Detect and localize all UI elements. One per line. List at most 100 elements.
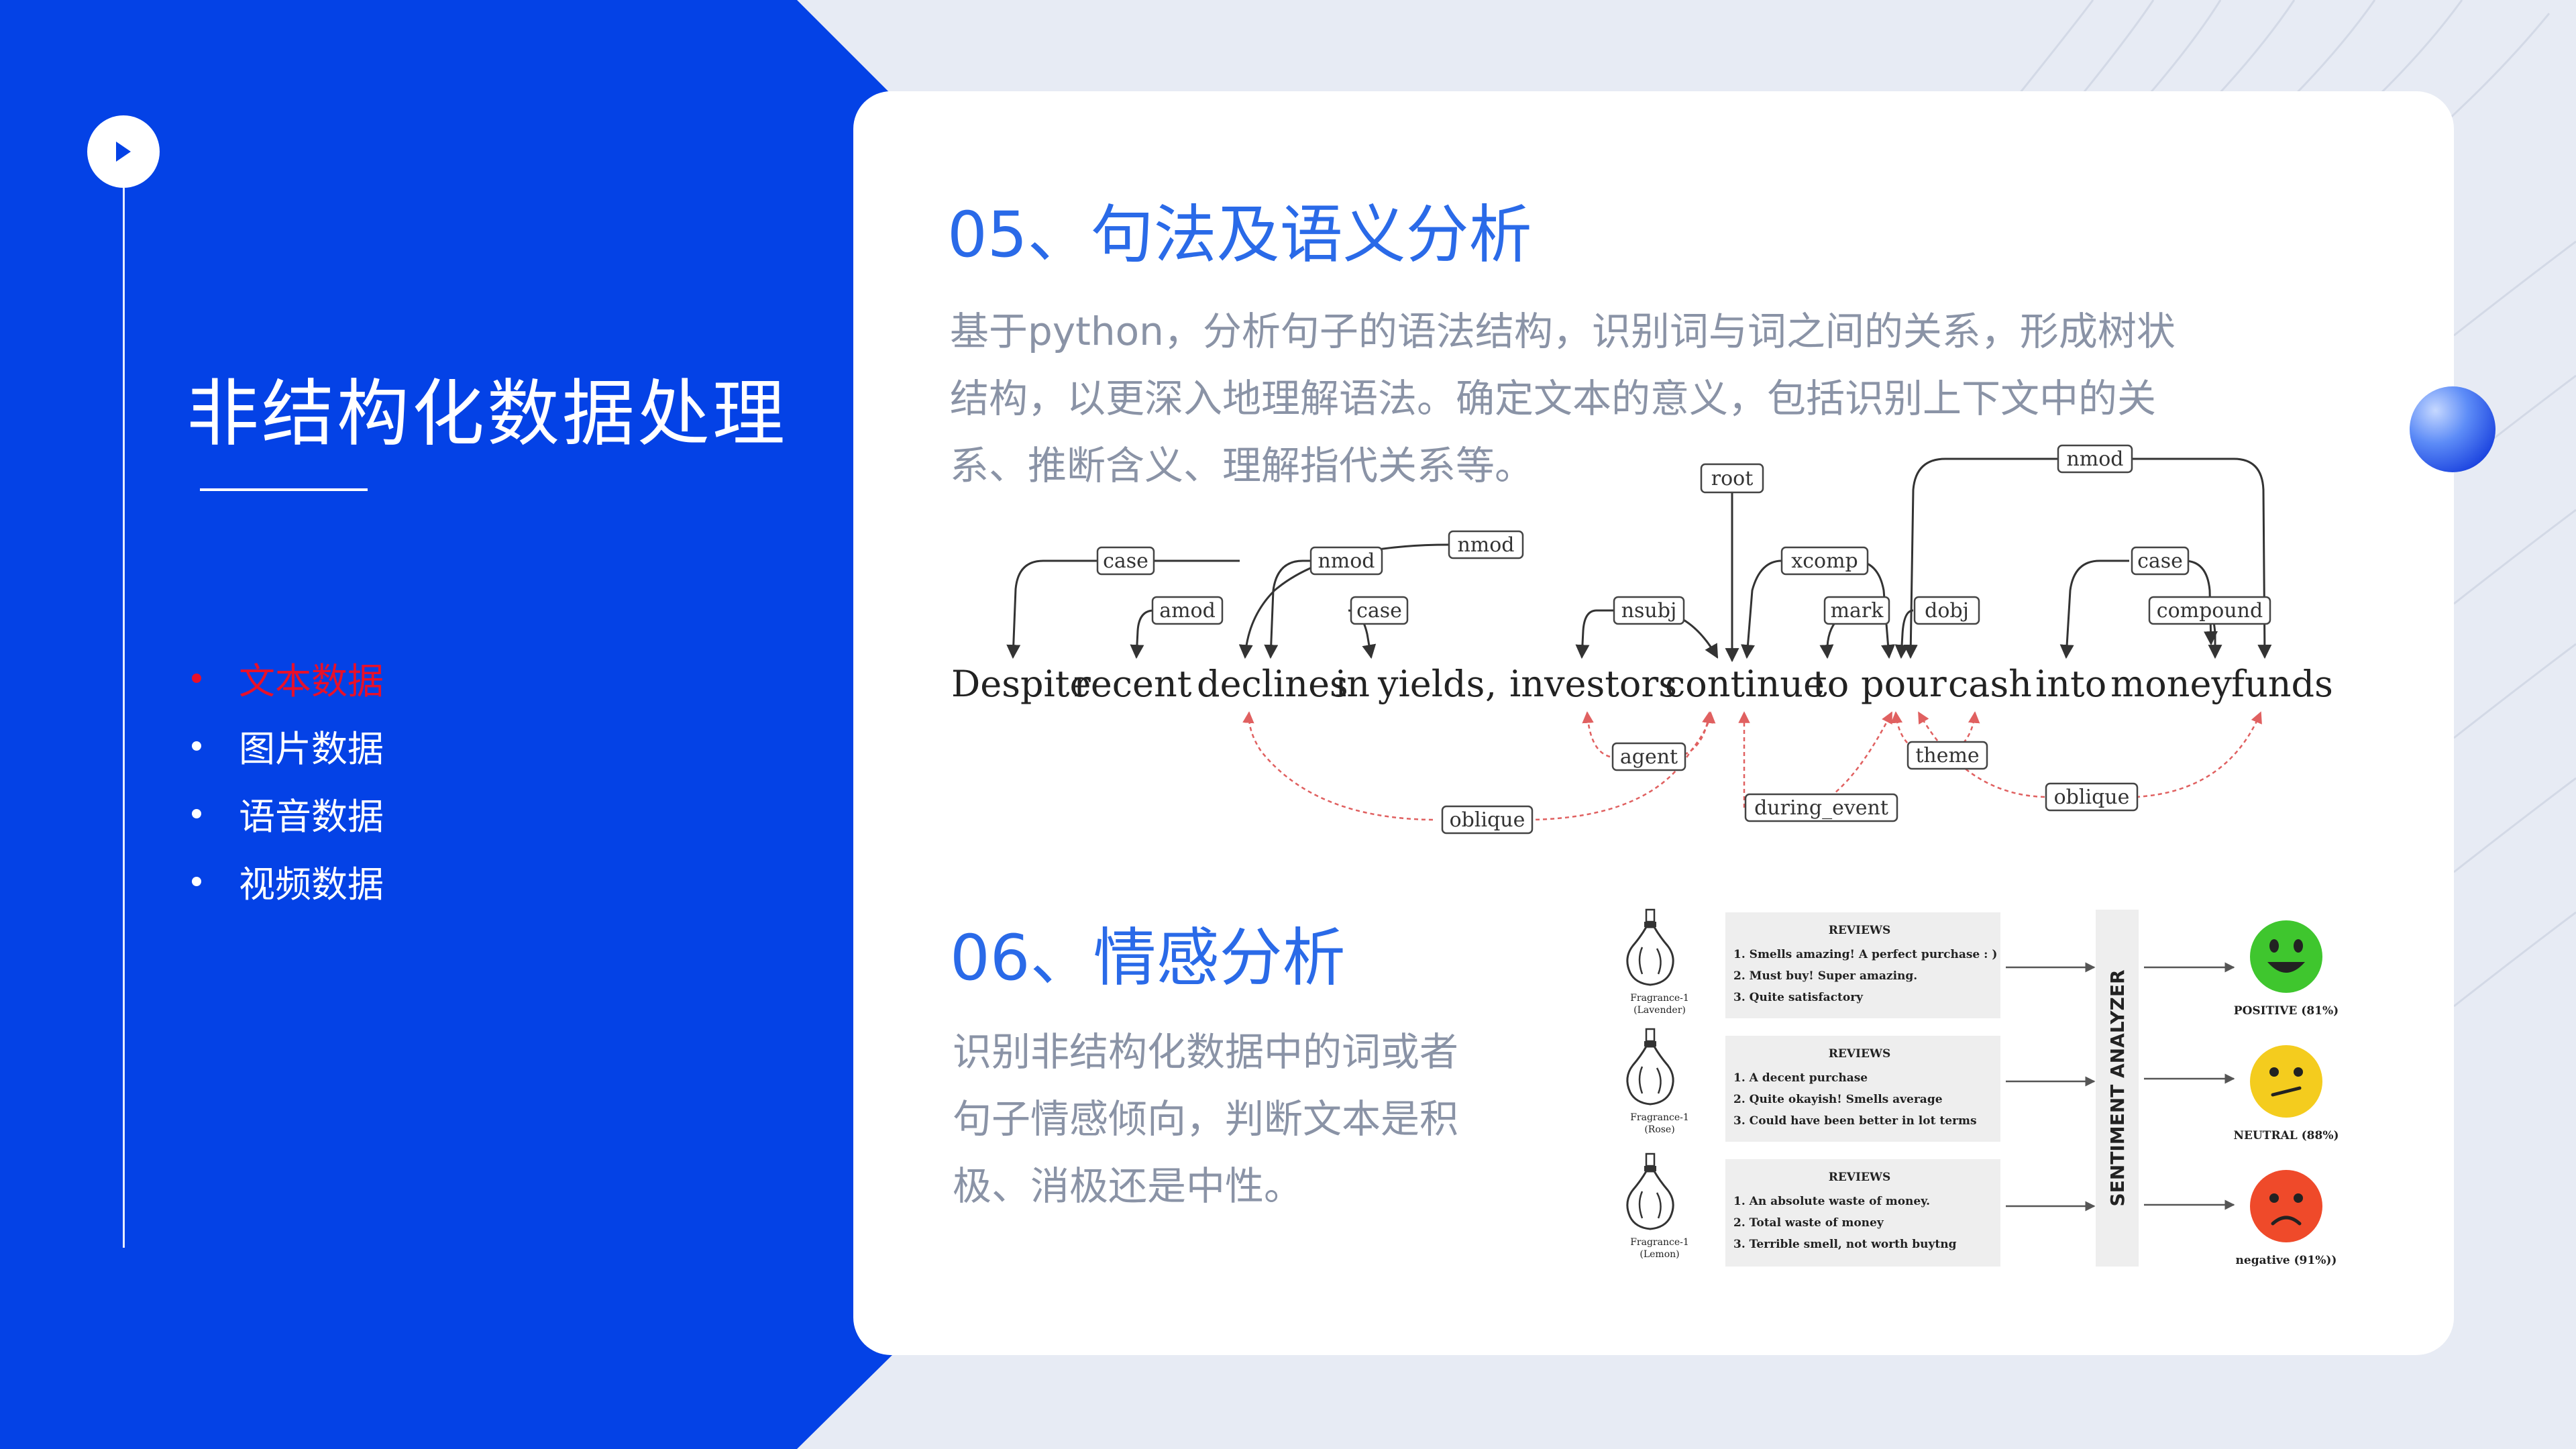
result-neutral: NEUTRAL (88%): [2233, 1129, 2339, 1142]
svg-text:root: root: [1711, 467, 1754, 490]
svg-text:compound: compound: [2157, 599, 2263, 623]
label-theme: theme: [1907, 741, 1988, 770]
bullet-icon: [192, 808, 201, 818]
word-into: into: [2035, 663, 2106, 705]
svg-text:nmod: nmod: [1318, 549, 1375, 573]
svg-text:during_event: during_event: [1754, 796, 1888, 820]
word-yields: yields: [1377, 663, 1485, 705]
title-underline: [200, 488, 368, 491]
label-root: root: [1700, 463, 1764, 494]
label-case: case: [2131, 546, 2190, 576]
svg-text:dobj: dobj: [1925, 599, 1969, 623]
svg-text:oblique: oblique: [2054, 786, 2130, 809]
word-despite: Despite: [951, 663, 1091, 705]
svg-text:2. Quite okayish! Smells avera: 2. Quite okayish! Smells average: [1733, 1093, 1943, 1106]
bullet-icon: [192, 876, 201, 886]
word-pour: pour: [1861, 663, 1947, 705]
nav-item-video-data[interactable]: 视频数据: [189, 847, 384, 915]
label-nmod: nmod: [1309, 546, 1383, 576]
svg-text:(Lemon): (Lemon): [1640, 1249, 1679, 1260]
word-declines: declines: [1197, 663, 1348, 705]
svg-text:REVIEWS: REVIEWS: [1829, 924, 1891, 937]
label-mark: mark: [1823, 596, 1890, 625]
word-money: money: [2110, 663, 2232, 705]
negative-face-icon: [2250, 1170, 2322, 1242]
nav-item-text-data[interactable]: 文本数据: [189, 644, 384, 712]
bottle-icon: [1626, 1028, 1674, 1106]
svg-text:(Rose): (Rose): [1644, 1124, 1674, 1135]
svg-text:oblique: oblique: [1450, 808, 1525, 832]
result-positive: POSITIVE (81%): [2234, 1004, 2339, 1018]
sidebar-title: 非结构化数据处理: [186, 372, 788, 456]
svg-text:agent: agent: [1620, 745, 1678, 769]
analyzer-label: SENTIMENT ANALYZER: [2106, 969, 2129, 1206]
analyzer-bar: [2096, 910, 2139, 1267]
word-continue: continue: [1665, 663, 1825, 705]
label-dobj: dobj: [1913, 596, 1980, 625]
nav-item-image-data[interactable]: 图片数据: [189, 712, 384, 780]
play-button[interactable]: [87, 115, 160, 188]
section-05-description: 基于python，分析句子的语法结构，识别词与词之间的关系，形成树状 结构，以更…: [950, 298, 2372, 499]
label-amod: amod: [1151, 596, 1224, 625]
section-06-description: 识别非结构化数据中的词或者 句子情感倾向，判断文本是积 极、消极还是中性。: [953, 1018, 1556, 1220]
text-line: 结构，以更深入地理解语法。确定文本的意义，包括识别上下文中的关: [950, 376, 2157, 421]
svg-text:2. Total waste of money: 2. Total waste of money: [1733, 1216, 1884, 1230]
nav-item-label: 语音数据: [239, 796, 384, 838]
sidebar-background: [0, 0, 892, 1449]
svg-text:3. Quite satisfactory: 3. Quite satisfactory: [1733, 991, 1864, 1004]
svg-text:2. Must buy! Super amazing.: 2. Must buy! Super amazing.: [1733, 969, 1917, 983]
label-case: case: [1096, 546, 1155, 576]
label-agent: agent: [1611, 742, 1686, 771]
word-investors: investors: [1509, 663, 1677, 705]
sentiment-diagram: SENTIMENT ANALYZER Fragrance-1 (Lavender…: [1626, 908, 2339, 1267]
svg-text:nsubj: nsubj: [1621, 599, 1677, 623]
label-compound: compound: [2148, 596, 2271, 625]
text-line: 基于python，分析句子的语法结构，识别词与词之间的关系，形成树状: [950, 309, 2176, 354]
bottle-icon: [1626, 908, 1674, 986]
decorative-sphere: [2410, 386, 2496, 472]
svg-text:nmod: nmod: [1457, 533, 1514, 557]
svg-text:case: case: [1103, 549, 1148, 573]
text-line: 系、推断含义、理解指代关系等。: [950, 443, 1534, 488]
nav-item-label: 图片数据: [239, 728, 384, 770]
bottle-icon: [1626, 1152, 1674, 1230]
timeline-line: [123, 188, 125, 1248]
content-card: 05、句法及语义分析 基于python，分析句子的语法结构，识别词与词之间的关系…: [853, 91, 2454, 1355]
svg-text:amod: amod: [1159, 599, 1216, 623]
svg-text:1. Smells amazing! A perfect p: 1. Smells amazing! A perfect purchase : …: [1733, 948, 1997, 961]
svg-text:nmod: nmod: [2066, 447, 2123, 471]
word-to: to: [1813, 663, 1849, 705]
play-icon: [116, 142, 131, 162]
word-in: in: [1335, 663, 1370, 705]
svg-text:3. Terrible smell, not worth: 3. Terrible smell, not worth buytng: [1733, 1238, 1957, 1251]
bullet-icon: [192, 673, 201, 683]
svg-text:REVIEWS: REVIEWS: [1829, 1047, 1891, 1061]
sidebar-nav: 文本数据 图片数据 语音数据 视频数据: [189, 644, 384, 915]
nav-item-label: 视频数据: [239, 863, 384, 906]
section-05-title: 05、句法及语义分析: [947, 199, 1532, 272]
label-during-event: during_event: [1744, 793, 1898, 822]
label-nsubj: nsubj: [1613, 596, 1685, 625]
word-comma: ,: [1485, 663, 1497, 705]
word-funds: funds: [2231, 663, 2333, 705]
word-recent: recent: [1073, 663, 1192, 705]
svg-text:case: case: [2137, 549, 2183, 573]
text-line: 识别非结构化数据中的词或者: [953, 1029, 1459, 1075]
svg-text:(Lavender): (Lavender): [1633, 1005, 1686, 1016]
svg-text:mark: mark: [1831, 599, 1884, 623]
result-negative: negative (91%)): [2236, 1254, 2337, 1267]
text-line: 极、消极还是中性。: [953, 1163, 1303, 1209]
label-xcomp: xcomp: [1780, 546, 1869, 576]
svg-text:theme: theme: [1915, 744, 1979, 767]
nav-item-label: 文本数据: [239, 660, 384, 702]
nav-item-audio-data[interactable]: 语音数据: [189, 780, 384, 847]
neutral-face-icon: [2250, 1045, 2322, 1118]
svg-text:Fragrance-1: Fragrance-1: [1630, 1237, 1689, 1248]
label-nmod: nmod: [2057, 444, 2133, 474]
label-oblique: oblique: [1441, 805, 1534, 835]
svg-text:3. Could have been better in: 3. Could have been better in lot terms: [1733, 1114, 1977, 1128]
sentiment-row-lemon: Fragrance-1 (Lemon) REVIEWS 1. An absolu…: [1626, 1152, 2337, 1267]
sentiment-row-rose: Fragrance-1 (Rose) REVIEWS 1. A decent p…: [1626, 1028, 2339, 1142]
label-nmod: nmod: [1448, 530, 1524, 559]
svg-text:case: case: [1356, 599, 1402, 623]
